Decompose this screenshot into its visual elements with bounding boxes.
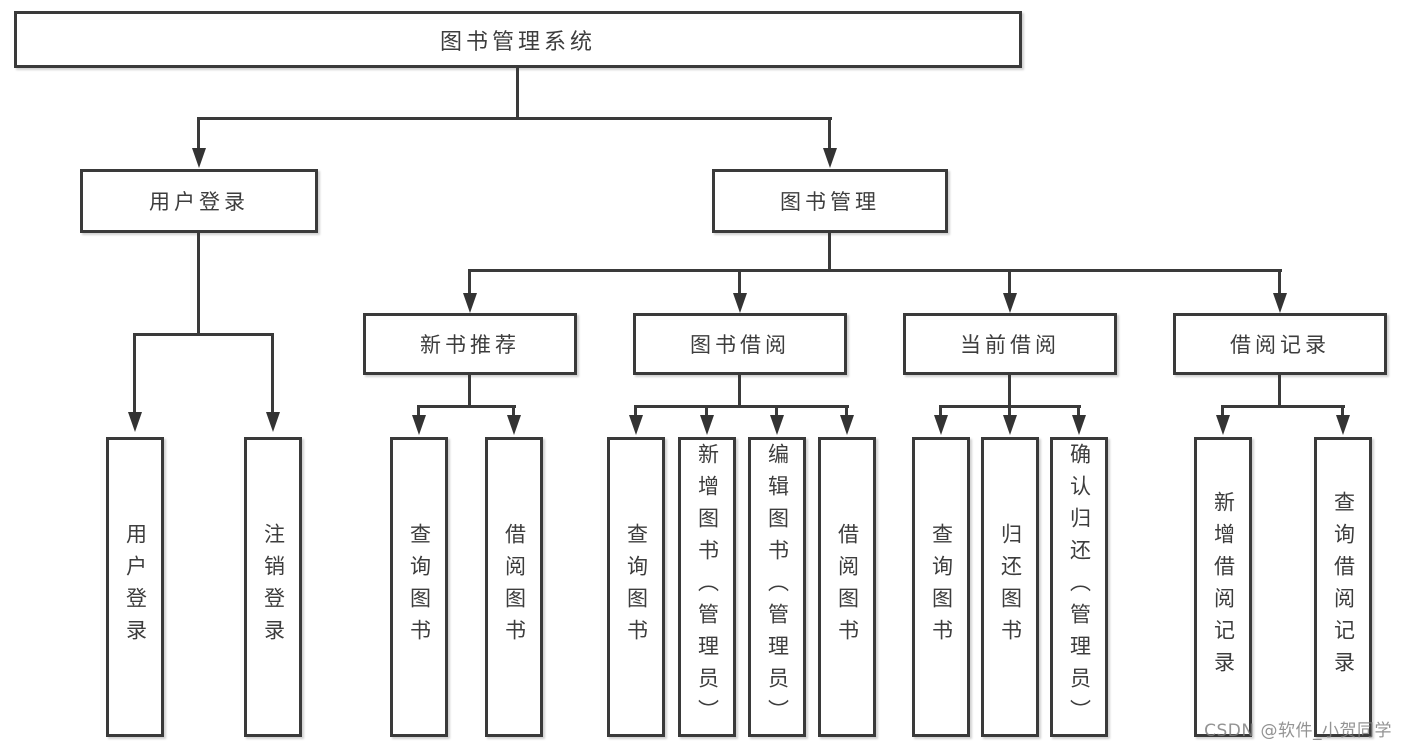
arrowhead-icon — [412, 415, 426, 435]
connector-stem — [271, 333, 274, 413]
connector-stem — [775, 405, 778, 417]
leaf-borrow-books-recommend: 借阅图书 — [485, 437, 543, 737]
leaf-query-books-borrow: 查询图书 — [607, 437, 665, 737]
connector-v — [1008, 375, 1011, 408]
connector-stem — [512, 405, 515, 417]
arrowhead-icon — [1336, 415, 1350, 435]
node-book-borrowing: 图书借阅 — [633, 313, 847, 375]
arrowhead-icon — [733, 293, 747, 313]
leaf-query-borrow-record: 查询借阅记录 — [1314, 437, 1372, 737]
leaf-add-borrow-record: 新增借阅记录 — [1194, 437, 1252, 737]
leaf-edit-books-admin: 编辑图书（管理员） — [748, 437, 806, 737]
leaf-query-books-current: 查询图书 — [912, 437, 970, 737]
connector-stem — [1341, 405, 1344, 417]
node-borrowing-records: 借阅记录 — [1173, 313, 1387, 375]
leaf-borrow-books: 借阅图书 — [818, 437, 876, 737]
connector-v — [468, 375, 471, 408]
connector-stem — [133, 333, 136, 413]
node-book-management: 图书管理 — [712, 169, 948, 233]
connector-user-login-v — [197, 233, 200, 336]
arrowhead-icon — [823, 148, 837, 168]
connector-root-v — [516, 67, 519, 120]
leaf-user-login: 用户登录 — [106, 437, 164, 737]
leaf-return-books: 归还图书 — [981, 437, 1039, 737]
connector-user-login-split-h — [133, 333, 274, 336]
connector-user-login-stem — [197, 117, 200, 151]
connector-stem — [1221, 405, 1224, 417]
connector-v — [738, 375, 741, 408]
arrowhead-icon — [266, 412, 280, 432]
arrowhead-icon — [840, 415, 854, 435]
arrowhead-icon — [128, 412, 142, 432]
arrowhead-icon — [770, 415, 784, 435]
connector-split-h — [417, 405, 516, 408]
connector-stem — [1008, 269, 1011, 296]
leaf-query-books-recommend: 查询图书 — [390, 437, 448, 737]
connector-stem — [939, 405, 942, 417]
csdn-watermark: CSDN @软件_小贺同学 — [1204, 721, 1392, 741]
node-current-borrowing: 当前借阅 — [903, 313, 1117, 375]
arrowhead-icon — [192, 148, 206, 168]
node-library-management-system: 图书管理系统 — [14, 11, 1022, 68]
arrowhead-icon — [700, 415, 714, 435]
connector-root-split-h — [197, 117, 832, 120]
connector-stem — [634, 405, 637, 417]
arrowhead-icon — [463, 293, 477, 313]
leaf-confirm-return-admin: 确认归还（管理员） — [1050, 437, 1108, 737]
leaf-add-books-admin: 新增图书（管理员） — [678, 437, 736, 737]
connector-book-mgmt-split-h — [468, 269, 1282, 272]
connector-stem — [417, 405, 420, 417]
connector-split-h — [634, 405, 849, 408]
connector-stem — [1278, 269, 1281, 296]
node-user-login: 用户登录 — [80, 169, 318, 233]
arrowhead-icon — [1273, 293, 1287, 313]
arrowhead-icon — [507, 415, 521, 435]
arrowhead-icon — [1216, 415, 1230, 435]
leaf-logout: 注销登录 — [244, 437, 302, 737]
arrowhead-icon — [1003, 415, 1017, 435]
connector-stem — [738, 269, 741, 296]
connector-split-h — [1221, 405, 1345, 408]
arrowhead-icon — [934, 415, 948, 435]
node-new-book-recommendation: 新书推荐 — [363, 313, 577, 375]
connector-stem — [1008, 405, 1011, 417]
connector-stem — [705, 405, 708, 417]
connector-v — [1278, 375, 1281, 408]
arrowhead-icon — [1003, 293, 1017, 313]
connector-stem — [845, 405, 848, 417]
connector-stem — [468, 269, 471, 296]
connector-book-mgmt-stem — [828, 117, 831, 151]
connector-stem — [1077, 405, 1080, 417]
arrowhead-icon — [1072, 415, 1086, 435]
connector-book-mgmt-v — [828, 233, 831, 272]
arrowhead-icon — [629, 415, 643, 435]
